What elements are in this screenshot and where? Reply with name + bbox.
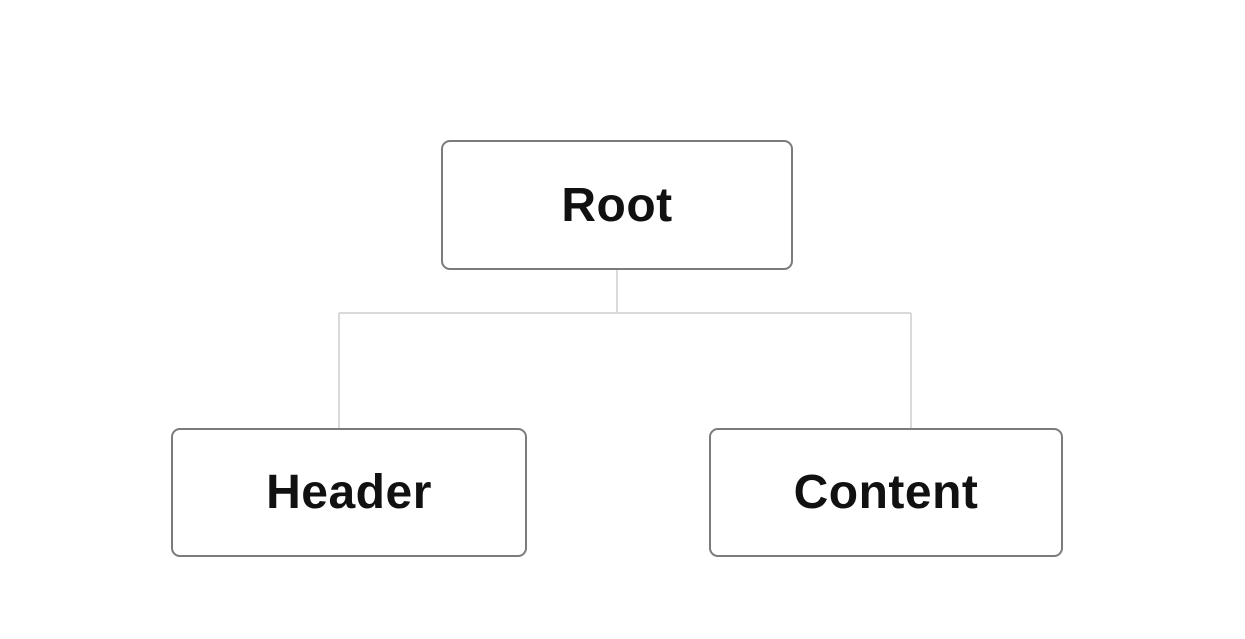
node-header[interactable]: Header: [171, 428, 527, 557]
node-content[interactable]: Content: [709, 428, 1063, 557]
node-header-label: Header: [266, 466, 432, 519]
node-root[interactable]: Root: [441, 140, 793, 270]
node-content-label: Content: [793, 466, 979, 519]
node-root-label: Root: [561, 178, 673, 232]
